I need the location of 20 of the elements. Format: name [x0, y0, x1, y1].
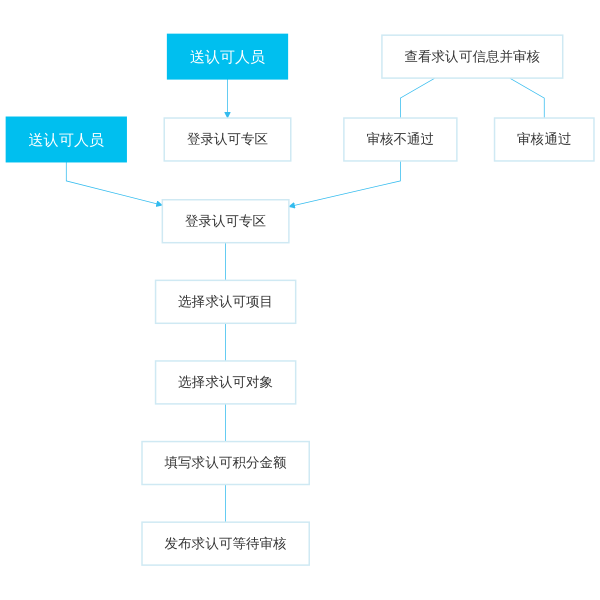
arrow: [66, 162, 163, 208]
connector: [225, 404, 226, 442]
arrow: [224, 79, 231, 119]
node-box: 登录认可专区: [162, 199, 290, 244]
node-box: 送认可人员: [166, 34, 288, 80]
connector: [400, 78, 436, 119]
node-box: 填写求认可积分金额: [141, 441, 310, 486]
node-box: 登录认可专区: [163, 118, 292, 162]
node-box: 发布求认可等待审核: [141, 522, 310, 566]
node-box: 审核通过: [494, 118, 595, 162]
connector: [225, 323, 226, 362]
node-box: 选择求认可项目: [154, 280, 296, 324]
connector: [509, 78, 545, 119]
arrow: [288, 161, 401, 209]
connector: [225, 242, 226, 282]
connector: [225, 484, 226, 523]
node-box: 查看求认可信息并审核: [381, 34, 564, 80]
node-box: 审核不通过: [343, 118, 458, 162]
node-box: 选择求认可对象: [154, 360, 296, 406]
node-box: 送认可人员: [6, 116, 127, 163]
